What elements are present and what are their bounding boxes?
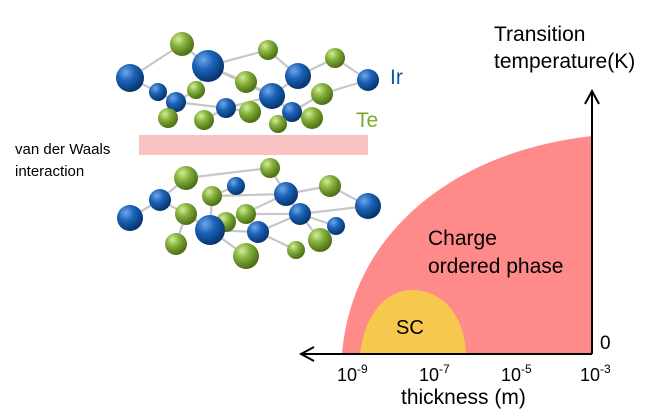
ir-atom [195, 215, 225, 245]
te-atom [311, 83, 333, 105]
x-axis-arrowhead [298, 346, 315, 362]
vdw-label-line2: interaction [15, 163, 84, 180]
x-tick-labels: 10-9 10-7 10-5 10-3 [337, 362, 611, 385]
x-tick-label: 10-7 [419, 362, 450, 385]
te-atom [194, 110, 214, 130]
ir-atom [357, 69, 379, 91]
charge-ordered-label-line1: Charge [428, 227, 497, 250]
ir-atom [117, 205, 143, 231]
ir-atom [116, 64, 144, 92]
x-tick-label: 10-5 [501, 362, 532, 385]
te-atom [236, 204, 256, 224]
ir-atom [285, 63, 311, 89]
crystal-structure [116, 32, 381, 269]
te-atom [170, 32, 194, 56]
zero-label: 0 [600, 333, 611, 354]
ir-atom [247, 221, 269, 243]
atoms [116, 32, 381, 269]
vdw-label-line1: van der Waals [15, 141, 110, 158]
te-atom [269, 115, 287, 133]
ir-atom [216, 98, 236, 118]
ir-atom [327, 217, 345, 235]
te-atom [158, 108, 178, 128]
x-tick-label: 10-9 [337, 362, 368, 385]
sc-region [360, 290, 466, 354]
te-atom [301, 107, 323, 129]
te-atom [325, 48, 345, 68]
sc-label: SC [396, 317, 424, 339]
axes [298, 88, 600, 362]
ir-atom [227, 177, 245, 195]
ir-atom [192, 50, 224, 82]
te-atom [287, 241, 305, 259]
te-atom [308, 228, 332, 252]
ir-atom [282, 102, 302, 122]
ir-atom [166, 92, 186, 112]
x-tick-label: 10-3 [580, 362, 611, 385]
ir-atom [149, 83, 167, 101]
te-atom [239, 101, 261, 123]
te-atom [187, 81, 205, 99]
te-atom [260, 158, 280, 178]
y-axis-title-line2: temperature(K) [494, 50, 635, 73]
te-atom [258, 40, 278, 60]
charge-ordered-label-line2: ordered phase [428, 255, 563, 278]
te-atom [319, 175, 341, 197]
te-atom [202, 186, 222, 206]
ir-atom [274, 182, 298, 206]
ir-atom [259, 83, 285, 109]
ir-atom [289, 203, 311, 225]
ir-atom [149, 189, 171, 211]
te-atom [233, 243, 259, 269]
bond [211, 192, 287, 198]
bond [185, 166, 271, 180]
vdw-band [139, 135, 368, 155]
te-atom [235, 71, 257, 93]
te-atom [174, 166, 198, 190]
x-axis-title: thickness (m) [401, 386, 526, 409]
y-axis-title-line1: Transition [494, 23, 585, 46]
ir-atom [355, 193, 381, 219]
te-atom [165, 233, 187, 255]
te-label: Te [356, 109, 378, 132]
te-atom [175, 203, 197, 225]
y-axis-arrowhead [584, 88, 600, 105]
ir-label: Ir [390, 66, 403, 89]
